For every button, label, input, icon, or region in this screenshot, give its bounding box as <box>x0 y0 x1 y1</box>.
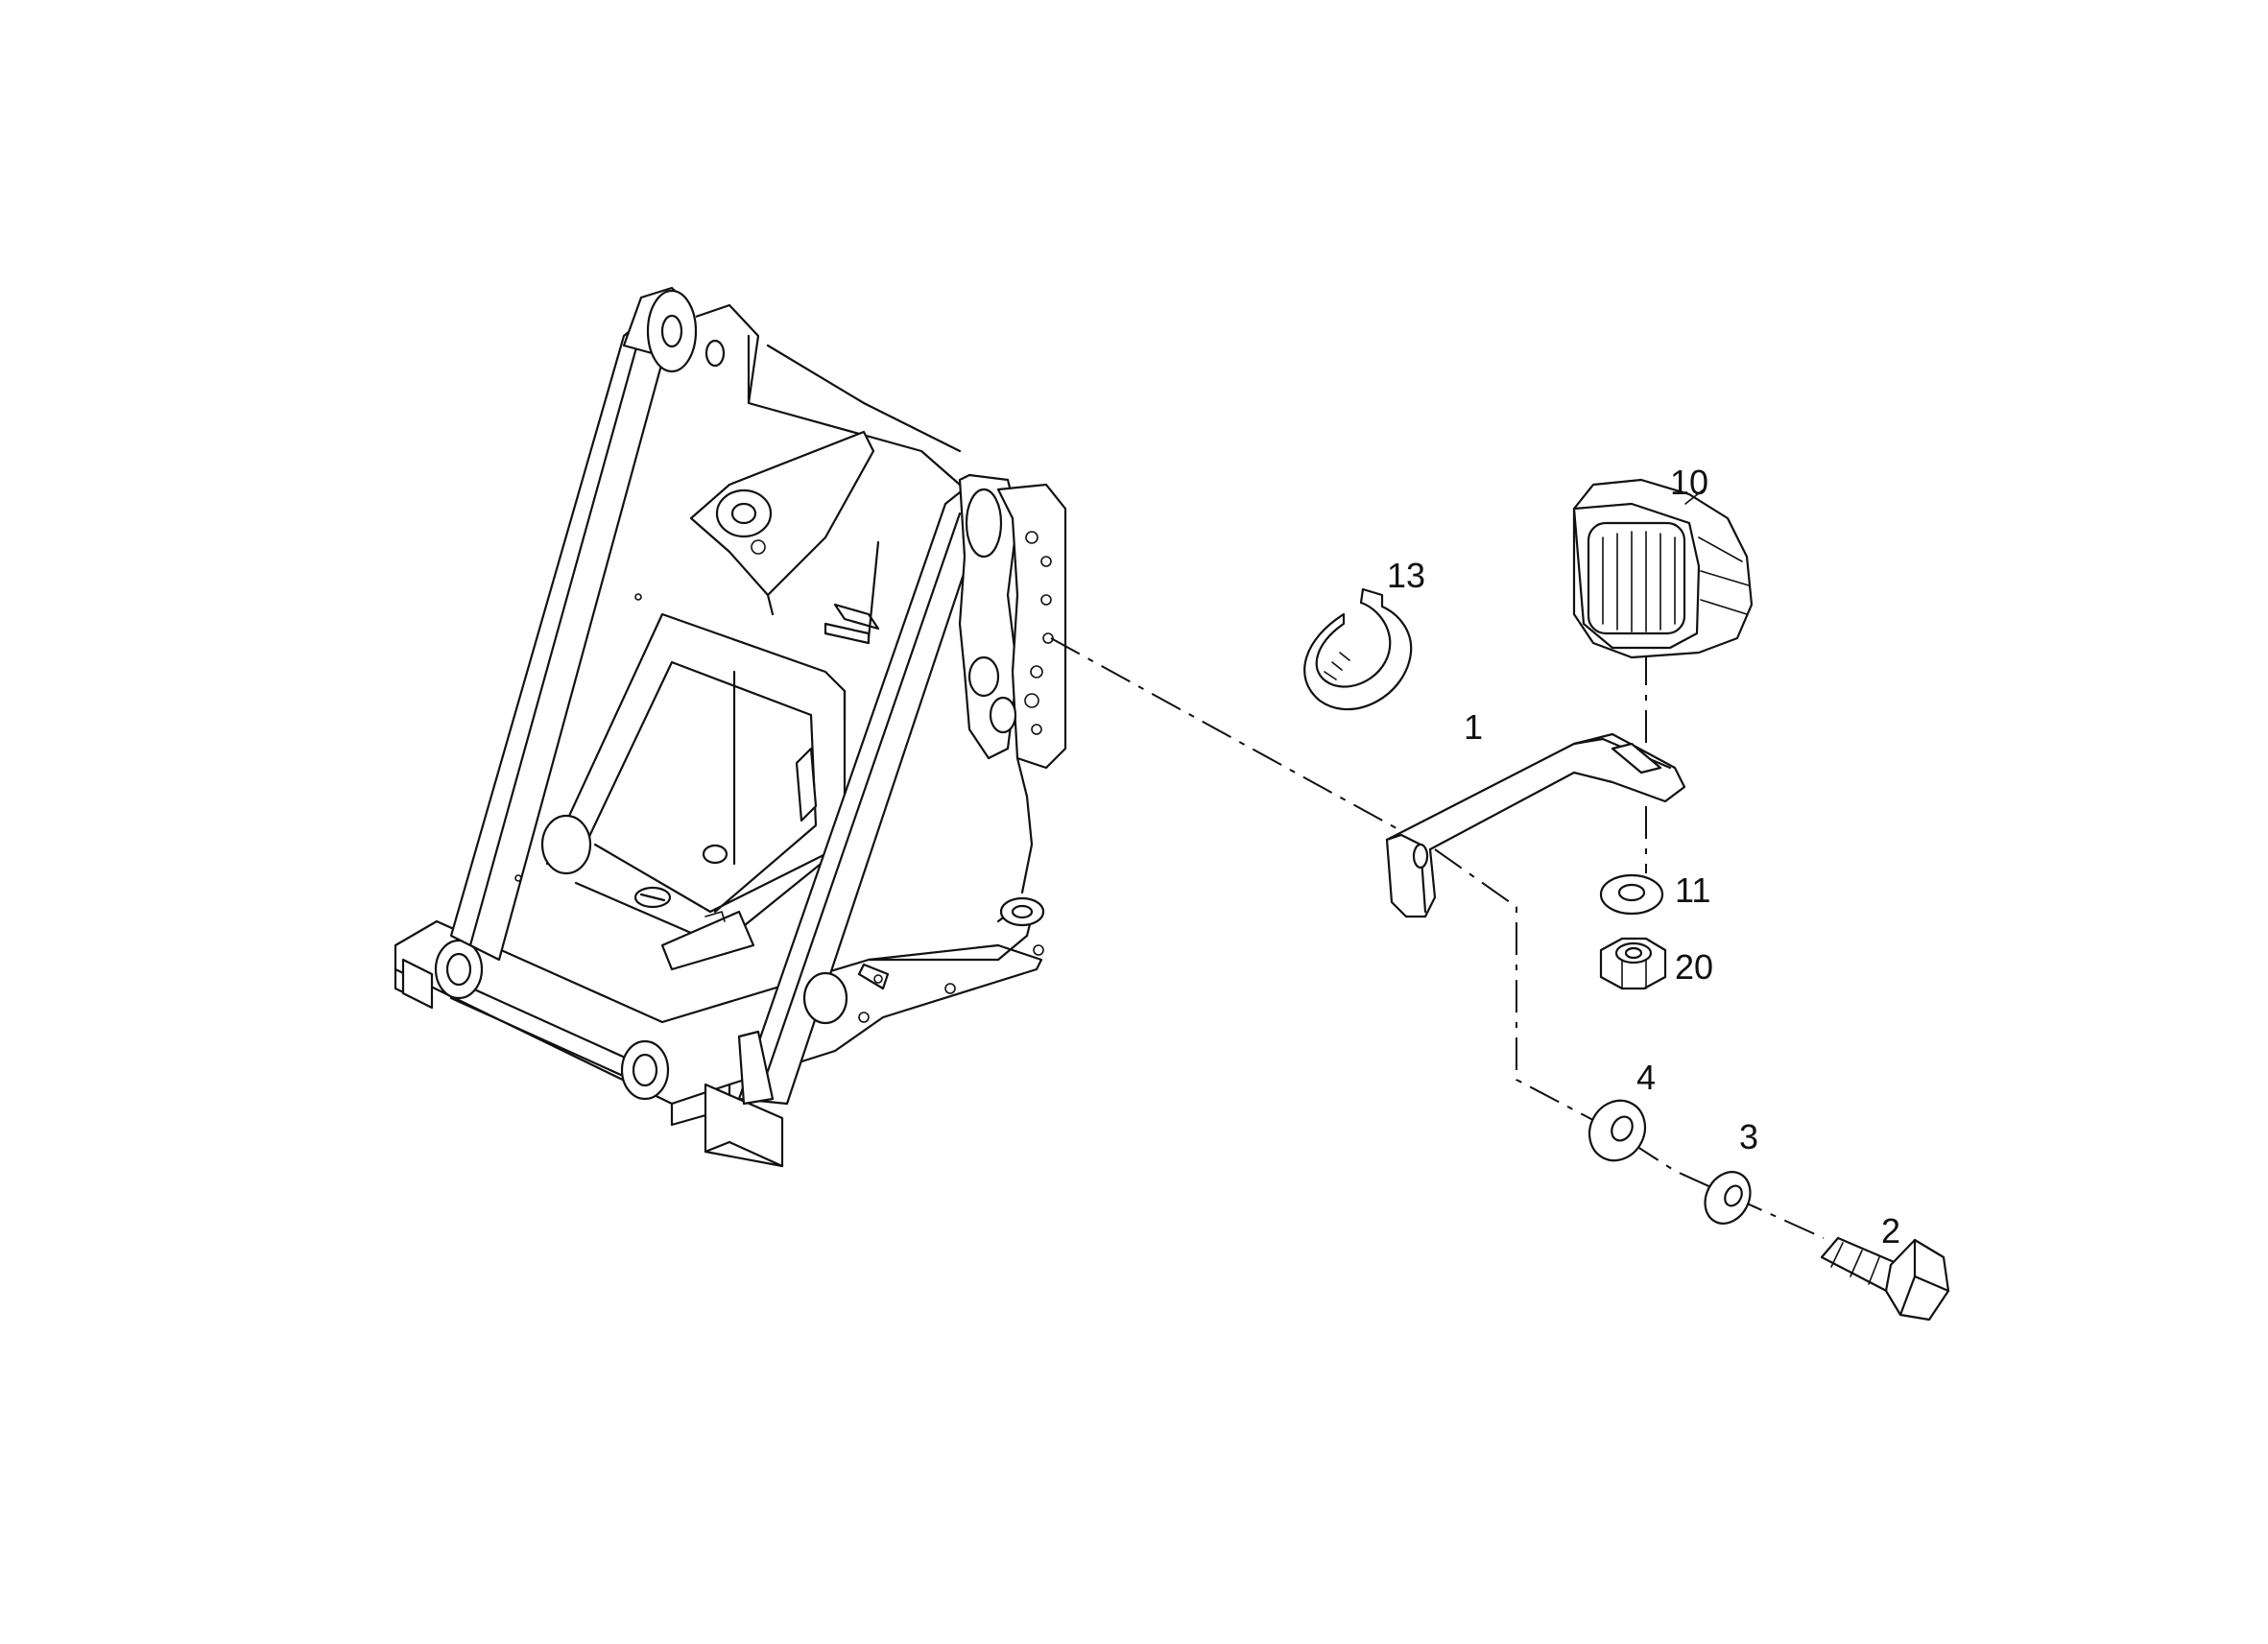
l-bracket <box>1385 732 1686 918</box>
callout-13: 13 <box>1387 556 1425 595</box>
assembly-centerlines <box>1050 637 1825 1239</box>
hex-bolt <box>1820 1236 1950 1322</box>
callout-3: 3 <box>1739 1117 1758 1156</box>
washer-3 <box>1704 1171 1752 1225</box>
washer-11 <box>1599 873 1664 916</box>
work-light <box>1572 478 1754 659</box>
callout-2: 2 <box>1881 1211 1900 1251</box>
callout-11: 11 <box>1675 870 1710 910</box>
cable-tie <box>1303 587 1413 711</box>
hex-nut-20 <box>1599 937 1667 990</box>
callout-20: 20 <box>1675 947 1713 987</box>
callout-4: 4 <box>1636 1058 1656 1097</box>
leader-lines <box>1684 488 1705 505</box>
washer-4 <box>1588 1099 1647 1162</box>
mounting-frame <box>394 286 1067 1168</box>
callout-1: 1 <box>1464 707 1483 747</box>
callout-10: 10 <box>1670 463 1708 502</box>
